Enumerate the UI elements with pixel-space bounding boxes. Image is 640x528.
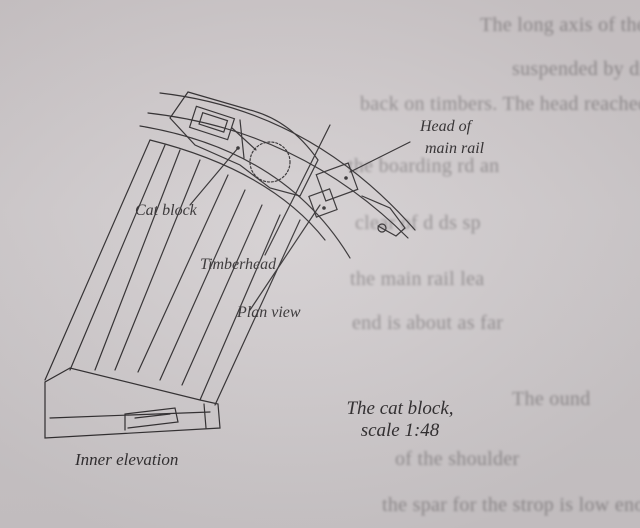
label-timberhead: Timberhead (200, 256, 277, 273)
timberhead-block-a (316, 163, 358, 201)
label-head-of-main-rail-2: main rail (425, 140, 485, 157)
rail-curve-inner (140, 126, 350, 258)
timberhead-block-b (309, 189, 337, 217)
label-cat-block: Cat block (135, 202, 197, 219)
body-line-9: of the shoulder (395, 448, 520, 470)
figure-title-line-2: scale 1:48 (360, 420, 440, 441)
label-plan-view: Plan view (237, 304, 301, 321)
leader-head-of-main-rail (350, 142, 410, 172)
body-line-1: The long axis of the fore yard is some d… (480, 14, 640, 36)
rail-curve-inner2 (150, 140, 325, 240)
body-line-10: the spar for the strop is low enough. Dr… (382, 494, 640, 516)
label-inner-elevation: Inner elevation (75, 450, 179, 469)
leader-plan-view (250, 205, 320, 310)
sheave-circle (250, 142, 290, 182)
rail-curve-mid (148, 113, 408, 238)
cat-block-sheave-slot-inner (199, 113, 227, 132)
body-line-7: end is about as far (352, 312, 504, 334)
leader-cat-block (190, 148, 238, 205)
figure-title-line-1: The cat block, (346, 398, 454, 419)
label-head-of-main-rail-1: Head of (420, 118, 472, 135)
body-line-4: the boarding rd an (348, 155, 500, 177)
inner-elevation-outline (45, 368, 220, 438)
main-rail-head (362, 196, 405, 236)
body-line-3: back on timbers. The head reached back i… (360, 93, 640, 115)
cat-block-plan (170, 92, 318, 196)
body-line-2: suspended by diagonal arm from the fore … (512, 58, 640, 80)
cat-block-sheave-slot (190, 106, 235, 139)
body-line-8: The ound (512, 388, 591, 410)
rail-curve-outer (160, 93, 415, 230)
leader-timberhead (265, 125, 330, 255)
figure-title: The cat block, scale 1:48 (330, 398, 470, 442)
body-line-6: the main rail lea (350, 268, 485, 290)
